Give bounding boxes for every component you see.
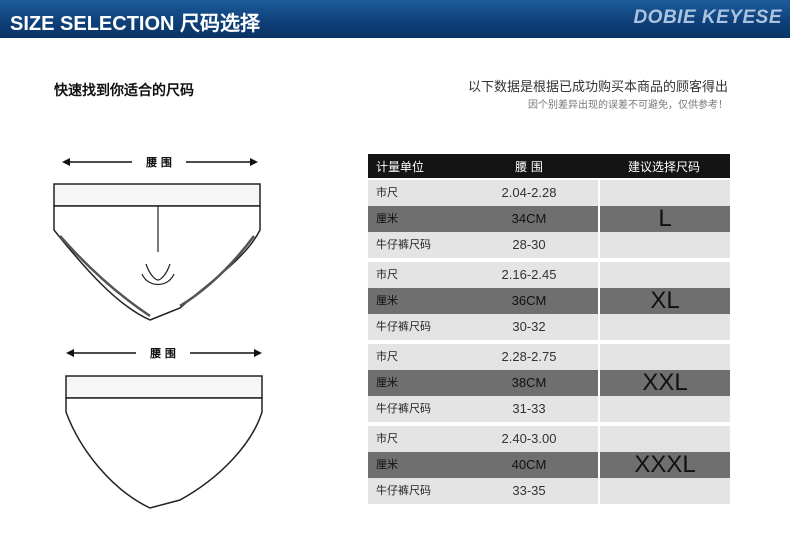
waist-value: 2.04-2.28: [460, 180, 598, 206]
unit-label: 牛仔裤尺码: [368, 314, 460, 340]
unit-label: 市尺: [368, 262, 460, 288]
data-source-note: 以下数据是根据已成功购买本商品的顾客得出: [467, 80, 728, 95]
size-label: XXL: [642, 369, 688, 396]
table-row: 牛仔裤尺码 31-33: [368, 396, 598, 422]
size-group-xxxl: 市尺 2.40-3.00 厘米 40CM 牛仔裤尺码 33-35 XXXL: [368, 426, 730, 504]
table-row: 牛仔裤尺码 30-32: [368, 314, 598, 340]
recommended-size-cell: L: [600, 180, 730, 258]
table-row: 市尺 2.28-2.75: [368, 344, 598, 370]
underwear-illustration: 腰 围 腰 围: [53, 156, 263, 509]
unit-label: 厘米: [368, 370, 460, 396]
unit-label: 牛仔裤尺码: [368, 232, 460, 258]
brief-back: [65, 375, 263, 509]
waist-value: 38CM: [460, 370, 598, 396]
table-row: 厘米 34CM: [368, 206, 598, 232]
waist-label-top: 腰 围: [145, 156, 172, 169]
recommended-size-cell: XXXL: [600, 426, 730, 504]
page-title: SIZE SELECTION 尺码选择: [10, 13, 261, 35]
size-label: XL: [650, 287, 680, 314]
size-table: 计量单位 腰 围 建议选择尺码 市尺 2.04-2.28 厘米 34CM 牛仔裤…: [368, 154, 730, 504]
header-bar: SIZE SELECTION 尺码选择 DOBIE KEYESE: [0, 0, 790, 38]
waist-arrow-top: 腰 围: [62, 156, 258, 169]
size-label: L: [658, 205, 672, 232]
waist-value: 36CM: [460, 288, 598, 314]
size-group-l: 市尺 2.04-2.28 厘米 34CM 牛仔裤尺码 28-30 L: [368, 180, 730, 258]
section-subtitle: 快速找到你适合的尺码: [54, 83, 194, 99]
table-row: 市尺 2.04-2.28: [368, 180, 598, 206]
recommended-size-cell: XL: [600, 262, 730, 340]
table-row: 厘米 36CM: [368, 288, 598, 314]
waist-value: 33-35: [460, 478, 598, 504]
unit-label: 牛仔裤尺码: [368, 478, 460, 504]
brand-logo: DOBIE KEYESE: [633, 7, 782, 28]
unit-label: 厘米: [368, 206, 460, 232]
table-row: 牛仔裤尺码 28-30: [368, 232, 598, 258]
header-recommended-size: 建议选择尺码: [627, 159, 700, 174]
unit-label: 厘米: [368, 452, 460, 478]
size-band: [600, 452, 730, 478]
waist-value: 31-33: [460, 396, 598, 422]
table-row: 市尺 2.40-3.00: [368, 426, 598, 452]
waist-value: 2.40-3.00: [460, 426, 598, 452]
table-row: 市尺 2.16-2.45: [368, 262, 598, 288]
disclaimer-note: 因个别差异出现的误差不可避免，仅供参考！: [528, 100, 728, 111]
header-unit: 计量单位: [376, 159, 425, 174]
brief-front: [53, 183, 261, 321]
header-waist: 腰 围: [515, 159, 543, 174]
waist-value: 2.28-2.75: [460, 344, 598, 370]
waist-value: 2.16-2.45: [460, 262, 598, 288]
table-row: 牛仔裤尺码 33-35: [368, 478, 598, 504]
table-header: 计量单位 腰 围 建议选择尺码: [368, 154, 730, 178]
size-band: [600, 370, 730, 396]
size-group-xxl: 市尺 2.28-2.75 厘米 38CM 牛仔裤尺码 31-33 XXL: [368, 344, 730, 422]
waist-label-bottom: 腰 围: [149, 347, 176, 360]
table-row: 厘米 38CM: [368, 370, 598, 396]
unit-label: 市尺: [368, 180, 460, 206]
waist-value: 34CM: [460, 206, 598, 232]
recommended-size-cell: XXL: [600, 344, 730, 422]
size-band: [600, 288, 730, 314]
unit-label: 厘米: [368, 288, 460, 314]
waist-value: 28-30: [460, 232, 598, 258]
unit-label: 市尺: [368, 344, 460, 370]
unit-label: 牛仔裤尺码: [368, 396, 460, 422]
size-band: [600, 206, 730, 232]
waist-arrow-bottom: 腰 围: [66, 347, 262, 360]
waist-value: 40CM: [460, 452, 598, 478]
unit-label: 市尺: [368, 426, 460, 452]
size-group-xl: 市尺 2.16-2.45 厘米 36CM 牛仔裤尺码 30-32 XL: [368, 262, 730, 340]
size-label: XXXL: [634, 451, 696, 478]
table-row: 厘米 40CM: [368, 452, 598, 478]
waist-value: 30-32: [460, 314, 598, 340]
